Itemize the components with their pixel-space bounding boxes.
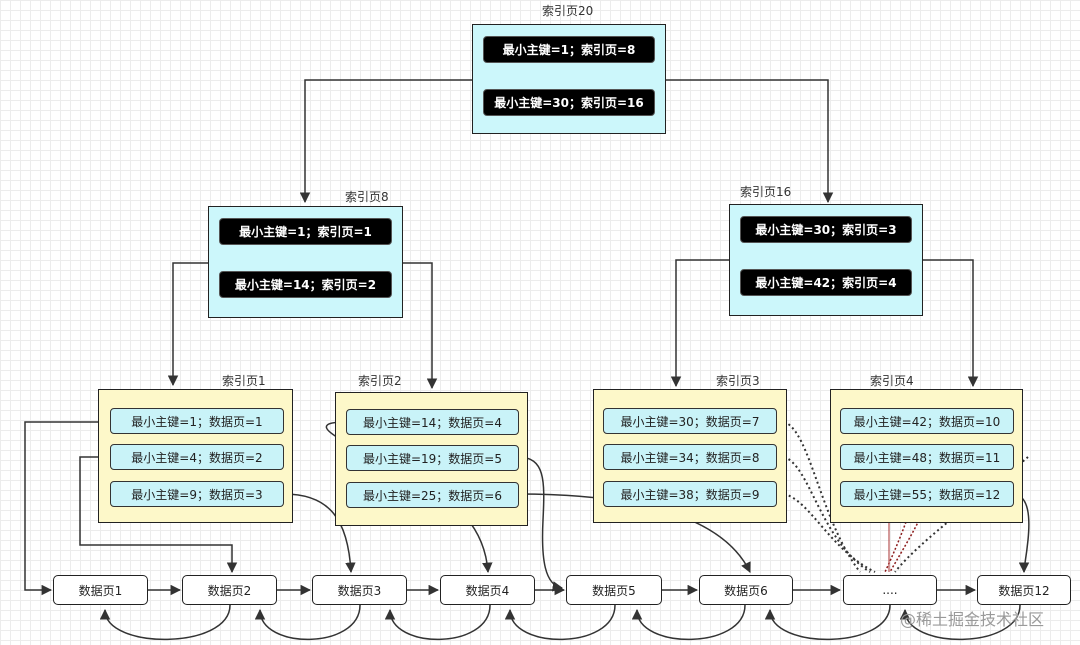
root-entry: 最小主键=30；索引页=16	[483, 89, 655, 116]
index4-entry: 最小主键=48；数据页=11	[840, 444, 1014, 470]
edge-entry1-to-page1	[24, 421, 122, 596]
edge-index16-to-index4	[923, 259, 979, 388]
edge-index16-to-index3	[670, 259, 729, 388]
data-page: 数据页12	[977, 575, 1071, 605]
data-page: 数据页3	[312, 575, 407, 605]
index-page-2: 最小主键=14；数据页=4 最小主键=19；数据页=5 最小主键=25；数据页=…	[335, 392, 528, 526]
index4-title: 索引页4	[870, 374, 914, 388]
index8-entry: 最小主键=14；索引页=2	[219, 271, 392, 298]
index3-entry: 最小主键=34；数据页=8	[603, 444, 777, 470]
index-page-1: 最小主键=1；数据页=1 最小主键=4；数据页=2 最小主键=9；数据页=3	[98, 389, 293, 523]
data-page: 数据页2	[182, 575, 277, 605]
index2-entry: 最小主键=25；数据页=6	[346, 482, 519, 508]
data-page: 数据页6	[699, 575, 793, 605]
index3-entry: 最小主键=30；数据页=7	[603, 408, 777, 434]
index16-entry: 最小主键=30；索引页=3	[740, 216, 912, 243]
edge-entry3-to-page3	[283, 493, 356, 574]
index3-entry: 最小主键=38；数据页=9	[603, 481, 777, 507]
index2-entry: 最小主键=14；数据页=4	[346, 409, 519, 435]
edge-root-to-index16	[666, 79, 834, 204]
root-title: 索引页20	[542, 4, 594, 18]
edge-entry5-to-page5	[517, 456, 564, 592]
index16-entry: 最小主键=42；索引页=4	[740, 269, 912, 296]
index4-entry: 最小主键=55；数据页=12	[840, 481, 1014, 507]
index1-title: 索引页1	[222, 374, 266, 388]
index8-entry: 最小主键=1；索引页=1	[219, 218, 392, 245]
index1-entry: 最小主键=9；数据页=3	[110, 481, 284, 507]
edge-entry12-to-page12	[1011, 493, 1030, 574]
index-page-16: 最小主键=30；索引页=3 最小主键=42；索引页=4	[729, 204, 923, 316]
index16-title: 索引页16	[740, 185, 792, 199]
index2-entry: 最小主键=19；数据页=5	[346, 445, 519, 471]
index-page-4: 最小主键=42；数据页=10 最小主键=48；数据页=11 最小主键=55；数据…	[830, 389, 1023, 523]
root-index-page: 最小主键=1；索引页=8 最小主键=30；索引页=16	[472, 24, 666, 134]
data-page: 数据页4	[440, 575, 535, 605]
edge-entry2-to-page2	[79, 456, 238, 574]
watermark: @稀土掘金技术社区	[900, 610, 1045, 629]
index1-entry: 最小主键=1；数据页=1	[110, 408, 284, 434]
data-page: 数据页5	[566, 575, 662, 605]
edge-index8-to-index2	[403, 262, 438, 390]
index8-title: 索引页8	[345, 190, 389, 204]
data-page-ellipsis: ....	[843, 575, 937, 605]
data-page: 数据页1	[53, 575, 148, 605]
edge-root-to-index8	[299, 79, 472, 204]
index1-entry: 最小主键=4；数据页=2	[110, 444, 284, 470]
index2-title: 索引页2	[358, 374, 402, 388]
root-entry: 最小主键=1；索引页=8	[483, 36, 655, 63]
index-page-3: 最小主键=30；数据页=7 最小主键=34；数据页=8 最小主键=38；数据页=…	[593, 389, 787, 523]
index4-entry: 最小主键=42；数据页=10	[840, 408, 1014, 434]
index-page-8: 最小主键=1；索引页=1 最小主键=14；索引页=2	[208, 206, 403, 318]
index3-title: 索引页3	[716, 374, 760, 388]
edge-index8-to-index1	[167, 262, 208, 387]
